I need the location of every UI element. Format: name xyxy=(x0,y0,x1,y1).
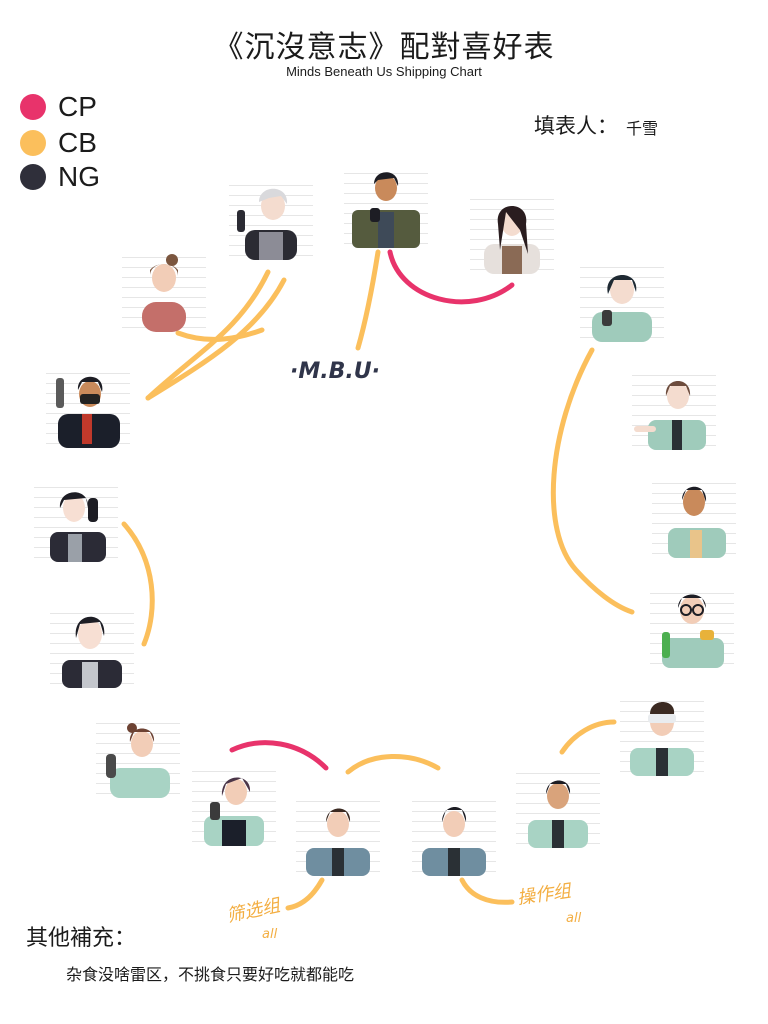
portrait-icon xyxy=(204,777,264,846)
portrait-icon xyxy=(50,492,106,562)
group-a-label: 筛选组 xyxy=(225,895,284,927)
portrait-icon xyxy=(634,381,706,450)
character-portrait xyxy=(192,762,276,846)
character-portrait xyxy=(50,604,134,688)
link-cb-lower-right xyxy=(559,719,617,755)
character-portrait xyxy=(344,164,428,248)
portrait-icon xyxy=(62,616,122,688)
character-portrait xyxy=(516,764,600,848)
legend-item-cp: CP xyxy=(20,90,97,124)
portrait-icon xyxy=(528,780,588,848)
notes-text: 杂食没啥雷区，不挑食只要好吃就都能吃 xyxy=(66,965,355,984)
character-portrait xyxy=(229,176,313,260)
character-portrait xyxy=(412,792,496,876)
page-subtitle: Minds Beneath Us Shipping Chart xyxy=(286,64,482,79)
character-portrait xyxy=(34,478,118,562)
filler-name: 千雪 xyxy=(626,119,659,138)
portrait-icon xyxy=(237,188,297,260)
character-portrait xyxy=(296,792,380,876)
character-portrait xyxy=(46,364,130,448)
filler-label: 填表人： xyxy=(534,114,618,138)
legend-item-cb: CB xyxy=(20,126,97,160)
notes-title: 其他補充： xyxy=(26,926,137,951)
character-portrait xyxy=(580,258,664,342)
portrait-icon xyxy=(352,172,420,248)
legend-swatch-ng xyxy=(20,164,46,190)
portrait-icon xyxy=(56,376,120,448)
mbu-label: ·M.B.U· xyxy=(290,359,380,384)
link-cb-mbu xyxy=(355,249,381,351)
portrait-icon xyxy=(630,702,694,776)
group-b-sub: all xyxy=(566,911,582,926)
character-portrait xyxy=(620,692,704,776)
character-portrait xyxy=(96,714,180,798)
portrait-icon xyxy=(592,274,652,342)
character-portrait xyxy=(652,474,736,558)
legend-swatch-cb xyxy=(20,130,46,156)
link-cb-right xyxy=(550,347,635,615)
portrait-icon xyxy=(422,807,486,876)
portrait-icon xyxy=(106,723,170,798)
portrait-icon xyxy=(662,594,724,668)
character-portrait xyxy=(650,584,734,668)
character-portrait xyxy=(122,248,206,332)
legend-label-cb: CB xyxy=(58,127,97,158)
legend-swatch-cp xyxy=(20,94,46,120)
legend-item-ng: NG xyxy=(20,160,100,194)
portrait-icon xyxy=(142,254,186,332)
group-a-sub: all xyxy=(262,927,278,942)
link-cb-group-a xyxy=(285,877,325,911)
portrait-icon xyxy=(306,808,370,876)
legend-label-cp: CP xyxy=(58,91,97,122)
character-portrait xyxy=(632,366,716,450)
legend-label-ng: NG xyxy=(58,161,100,192)
link-cb-bottom xyxy=(345,753,441,775)
page-title: 《沉沒意志》配對喜好表 xyxy=(213,30,555,65)
group-b-label: 操作组 xyxy=(516,880,574,909)
character-portrait xyxy=(470,190,554,274)
portrait-icon xyxy=(668,486,726,558)
link-cb-group-b xyxy=(459,877,515,905)
portrait-icon xyxy=(484,206,540,274)
